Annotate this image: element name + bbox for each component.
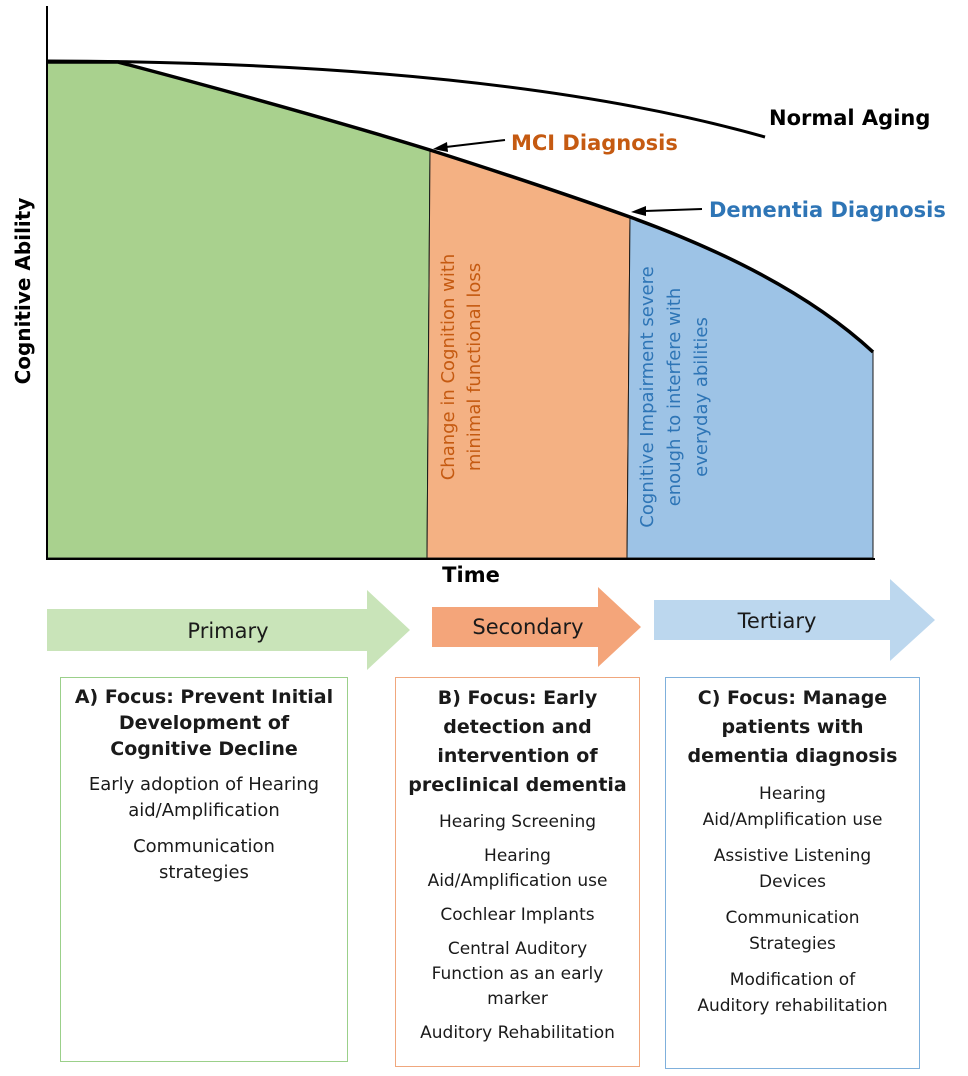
tertiary-focus-title: C) Focus: Manage patients with dementia … bbox=[672, 684, 913, 771]
secondary-title-line: detection and bbox=[443, 716, 592, 738]
secondary-item-central-auditory: Central Auditory Function as an early ma… bbox=[402, 937, 633, 1012]
tertiary-title-line: dementia diagnosis bbox=[687, 745, 898, 767]
y-axis-label: Cognitive Ability bbox=[11, 198, 35, 385]
item-line: Auditory Rehabilitation bbox=[420, 1023, 615, 1043]
primary-title-line: Development of bbox=[118, 712, 290, 734]
item-line: Auditory rehabilitation bbox=[697, 996, 888, 1016]
mci-diagnosis-label: MCI Diagnosis bbox=[511, 131, 678, 155]
primary-item-communication: Communication strategies bbox=[67, 834, 341, 886]
secondary-item-hearing-aid: Hearing Aid/Amplification use bbox=[402, 844, 633, 894]
item-line: marker bbox=[487, 989, 548, 1009]
item-line: Early adoption of Hearing bbox=[88, 774, 320, 795]
secondary-title-line: intervention of bbox=[437, 745, 598, 767]
tertiary-item-assistive: Assistive Listening Devices bbox=[672, 843, 913, 895]
secondary-arrow-label: Secondary bbox=[472, 615, 583, 639]
item-line: Cochlear Implants bbox=[440, 905, 595, 925]
secondary-title-line: B) Focus: Early bbox=[437, 687, 598, 709]
primary-item-hearing-aid: Early adoption of Hearing aid/Amplificat… bbox=[67, 772, 341, 824]
dementia-region-line-2: enough to interfere with bbox=[664, 288, 685, 507]
mci-region-line-2: minimal functional loss bbox=[464, 263, 485, 471]
item-line: Central Auditory bbox=[447, 939, 588, 959]
primary-focus-title: A) Focus: Prevent Initial Development of… bbox=[67, 684, 341, 762]
normal-aging-label: Normal Aging bbox=[769, 106, 930, 130]
tertiary-title-line: C) Focus: Manage bbox=[697, 687, 888, 709]
dementia-region-line-1: Cognitive Impairment severe bbox=[637, 266, 658, 527]
dementia-diagnosis-label: Dementia Diagnosis bbox=[709, 198, 946, 222]
item-line: Hearing bbox=[484, 846, 551, 866]
item-line: Function as an early bbox=[431, 964, 604, 984]
dementia-region-line-3: everyday abilities bbox=[691, 317, 712, 477]
primary-focus-box: A) Focus: Prevent Initial Development of… bbox=[60, 677, 348, 1062]
item-line: Hearing Screening bbox=[438, 812, 597, 832]
primary-title-line: A) Focus: Prevent Initial bbox=[74, 686, 334, 708]
item-line: aid/Amplification bbox=[128, 800, 280, 821]
x-axis-label: Time bbox=[442, 563, 500, 587]
tertiary-title-line: patients with bbox=[721, 716, 864, 738]
item-line: Strategies bbox=[749, 934, 836, 954]
item-line: Aid/Amplification use bbox=[702, 810, 883, 830]
tertiary-item-modification: Modification of Auditory rehabilitation bbox=[672, 967, 913, 1019]
item-line: Aid/Amplification use bbox=[427, 871, 608, 891]
secondary-item-screening: Hearing Screening bbox=[402, 810, 633, 835]
tertiary-item-hearing-aid: Hearing Aid/Amplification use bbox=[672, 781, 913, 833]
normal-aging-curve bbox=[46, 59, 766, 139]
item-line: Communication bbox=[725, 908, 860, 928]
item-line: strategies bbox=[159, 862, 249, 883]
decline-curve bbox=[47, 60, 875, 354]
tertiary-arrow bbox=[654, 579, 935, 661]
item-line: Assistive Listening bbox=[713, 846, 872, 866]
primary-arrow bbox=[47, 590, 410, 670]
tertiary-item-communication: Communication Strategies bbox=[672, 905, 913, 957]
mci-pointer-arrow bbox=[433, 139, 506, 152]
secondary-focus-box: B) Focus: Early detection and interventi… bbox=[395, 677, 640, 1067]
mci-region-line-1: Change in Cognition with bbox=[438, 254, 459, 481]
item-line: Communication bbox=[133, 836, 275, 857]
secondary-title-line: preclinical dementia bbox=[408, 774, 627, 796]
secondary-item-cochlear: Cochlear Implants bbox=[402, 903, 633, 928]
primary-region bbox=[46, 61, 431, 559]
item-line: Devices bbox=[759, 872, 826, 892]
mci-region-text: Change in Cognition with minimal functio… bbox=[438, 254, 485, 481]
primary-title-line: Cognitive Decline bbox=[110, 738, 298, 760]
tertiary-focus-box: C) Focus: Manage patients with dementia … bbox=[665, 677, 920, 1069]
dementia-pointer-arrow bbox=[631, 206, 703, 216]
item-line: Hearing bbox=[759, 784, 826, 804]
dementia-region-text: Cognitive Impairment severe enough to in… bbox=[637, 266, 712, 527]
secondary-item-rehabilitation: Auditory Rehabilitation bbox=[402, 1021, 633, 1046]
item-line: Modification of bbox=[729, 970, 856, 990]
tertiary-arrow-label: Tertiary bbox=[737, 609, 817, 633]
secondary-focus-title: B) Focus: Early detection and interventi… bbox=[402, 684, 633, 800]
primary-arrow-label: Primary bbox=[187, 619, 268, 643]
secondary-arrow bbox=[432, 587, 641, 667]
